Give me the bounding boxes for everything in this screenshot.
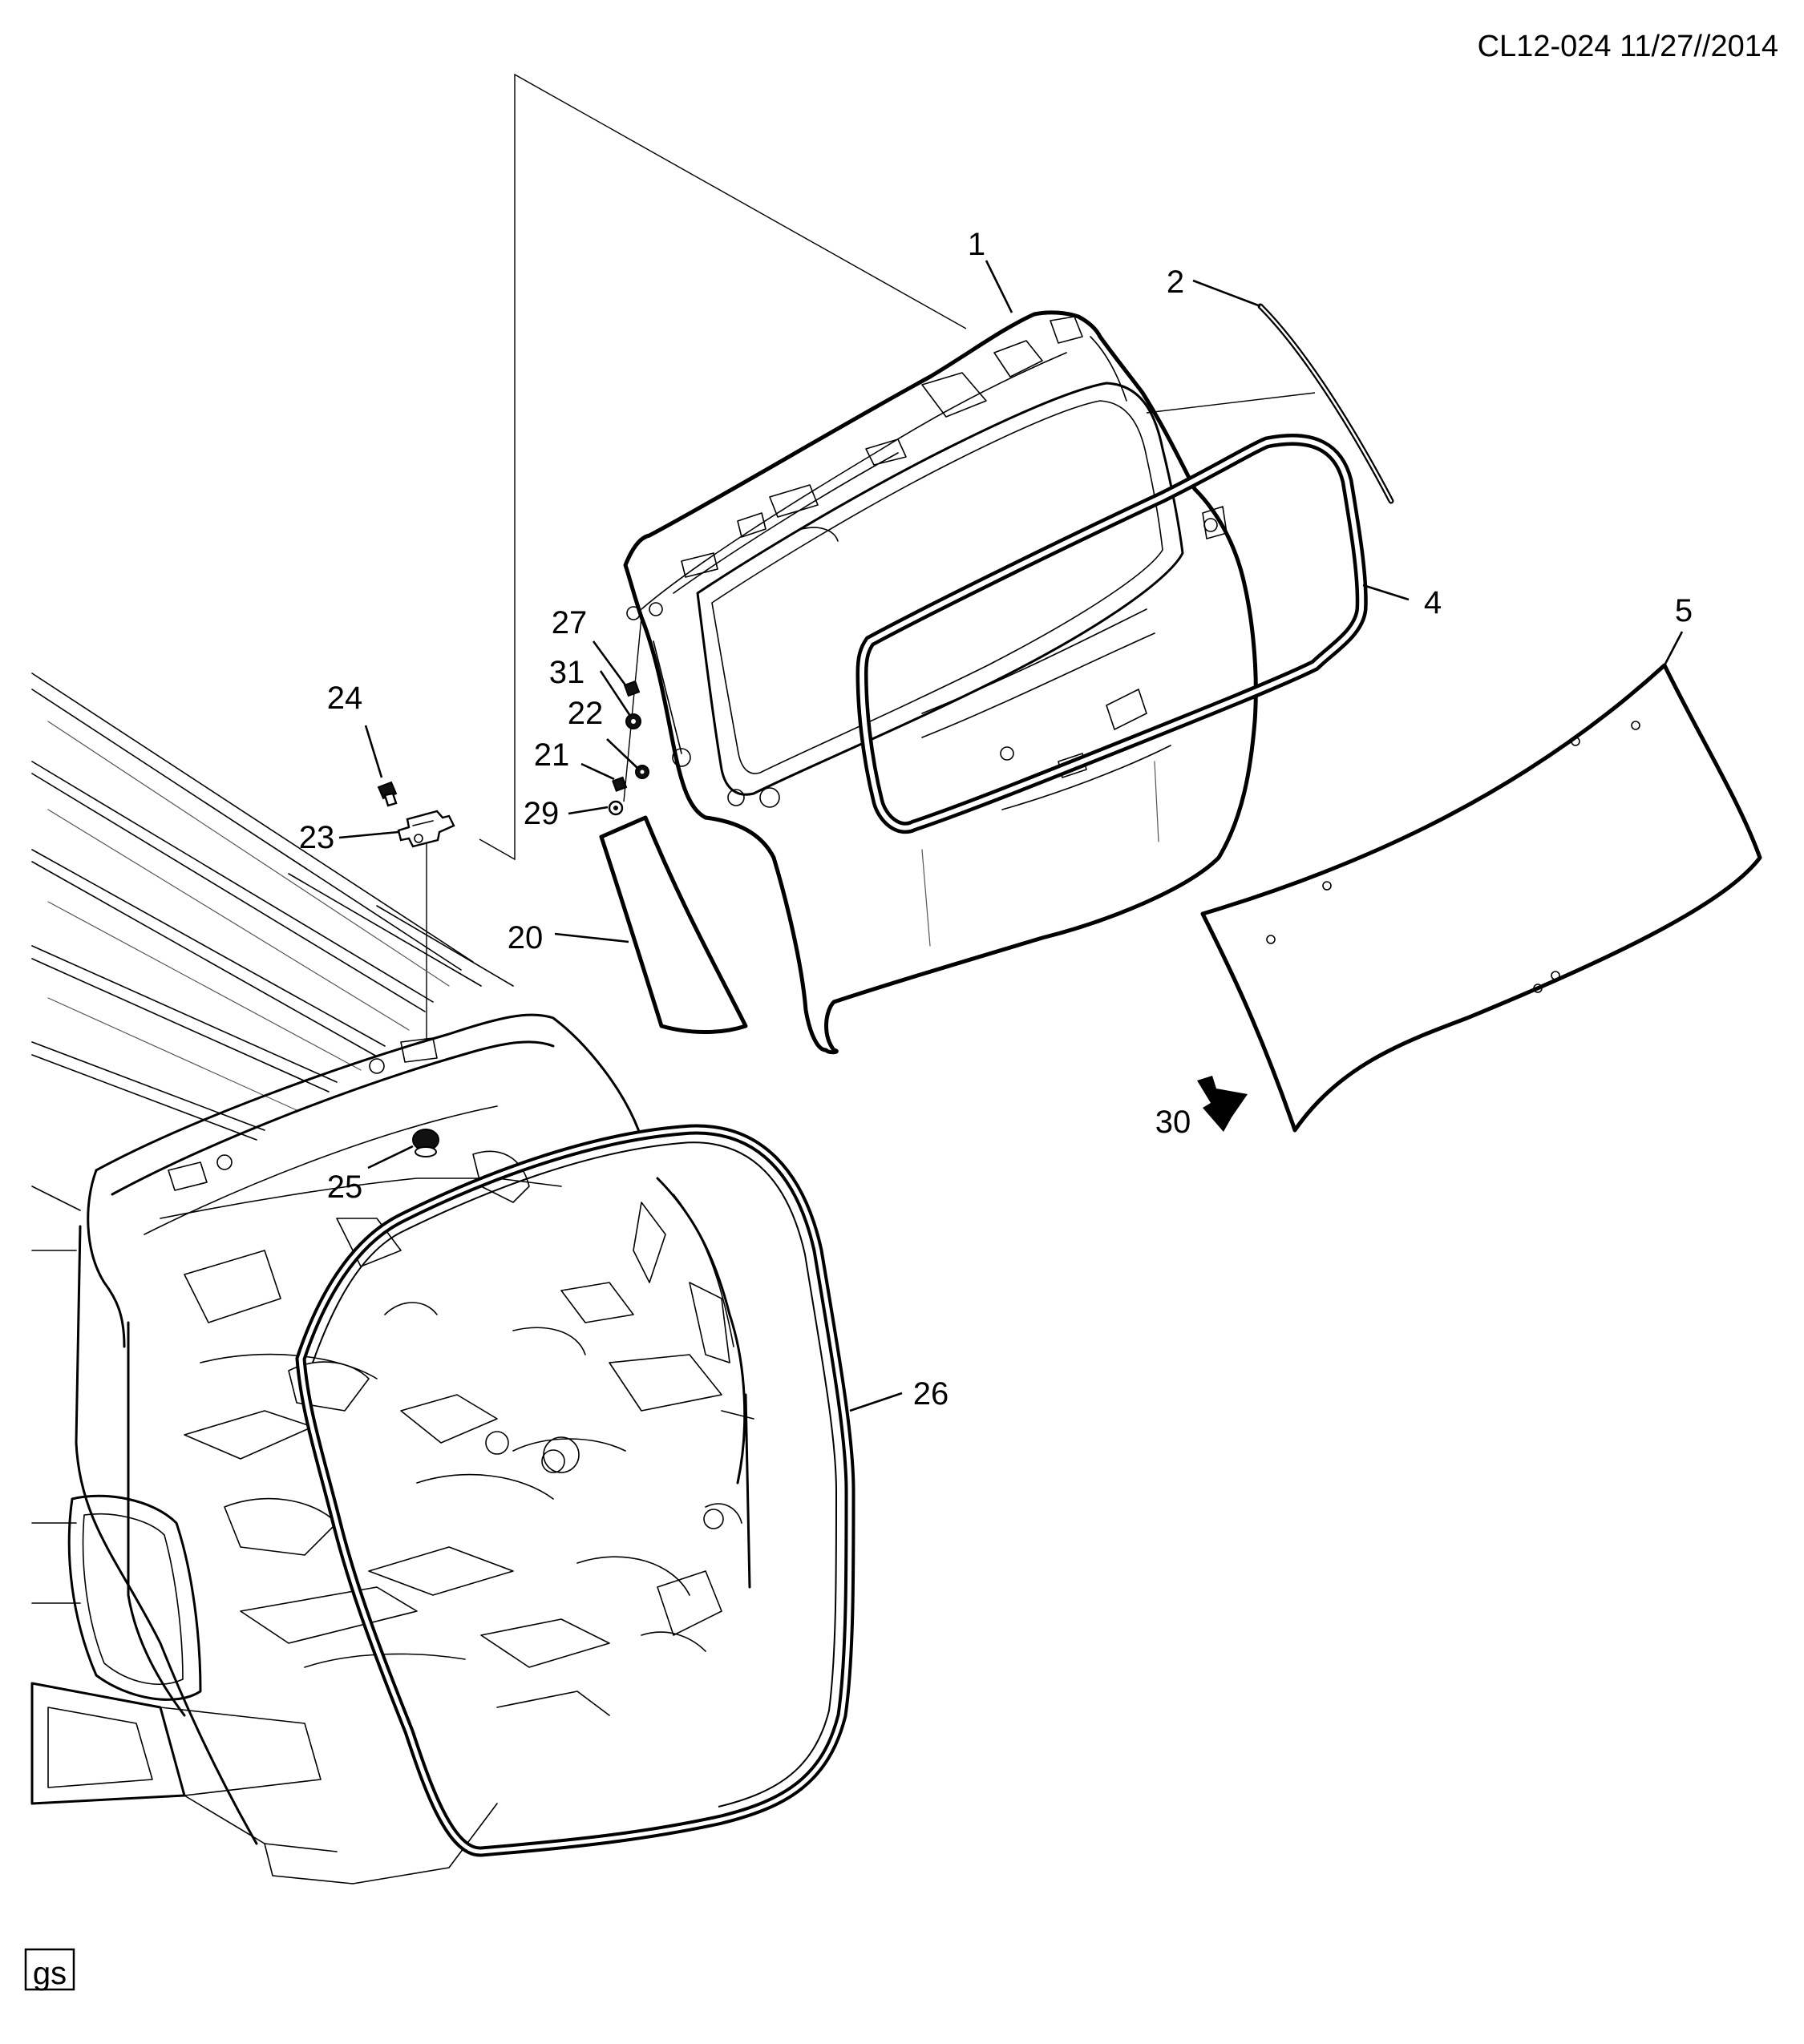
part-24-bolt bbox=[377, 781, 398, 807]
callout-20: 20 bbox=[508, 920, 544, 955]
part-5-rear-window bbox=[1200, 663, 1762, 1133]
callout-labels: 1 2 4 5 20 21 22 23 24 25 26 27 29 30 31 bbox=[299, 227, 1693, 1412]
leader-lines bbox=[338, 260, 1684, 1412]
part-25-bumper bbox=[412, 1129, 439, 1157]
part-1-liftgate bbox=[623, 310, 1258, 1055]
roof-panels bbox=[31, 673, 514, 1141]
part-31-fastener bbox=[625, 713, 641, 729]
projection-lines bbox=[426, 73, 1316, 1040]
callout-4: 4 bbox=[1424, 585, 1442, 620]
callout-31: 31 bbox=[549, 655, 585, 690]
body-interior-detail bbox=[160, 1150, 722, 1716]
part-22-fastener bbox=[635, 765, 649, 779]
part-27-fastener bbox=[623, 680, 641, 697]
fasteners bbox=[608, 680, 649, 816]
callout-2: 2 bbox=[1167, 265, 1184, 300]
callout-29: 29 bbox=[524, 796, 560, 831]
callout-24: 24 bbox=[327, 681, 363, 716]
callout-26: 26 bbox=[913, 1376, 949, 1412]
callout-25: 25 bbox=[327, 1169, 363, 1205]
vehicle-body bbox=[30, 673, 754, 1884]
body-right-pillar bbox=[633, 1177, 754, 1652]
part-23-hinge bbox=[397, 810, 455, 848]
part-29-fastener bbox=[608, 800, 624, 816]
part-20-trim-panel bbox=[599, 815, 748, 1034]
body-left-lamp-area bbox=[67, 1494, 202, 1701]
gs-badge-label: gs bbox=[33, 1956, 67, 1991]
body-rear-frame bbox=[30, 1013, 643, 1884]
callout-30: 30 bbox=[1155, 1105, 1191, 1140]
callout-27: 27 bbox=[552, 605, 588, 640]
part-4-glass-weatherstrip bbox=[855, 434, 1368, 834]
part-26-weatherstrip-opening bbox=[295, 1124, 855, 1857]
callout-22: 22 bbox=[568, 696, 604, 731]
body-hinge-mounts bbox=[168, 1037, 438, 1191]
callout-21: 21 bbox=[534, 737, 570, 773]
callout-1: 1 bbox=[968, 227, 985, 262]
gs-badge: gs bbox=[24, 1948, 75, 1991]
part-30-view-arrow bbox=[1197, 1076, 1248, 1132]
part-2-molding bbox=[1257, 303, 1394, 504]
callout-5: 5 bbox=[1675, 593, 1693, 628]
callout-23: 23 bbox=[299, 820, 335, 855]
part-21-fastener bbox=[612, 776, 628, 792]
drawing-code: CL12-024 11/27//2014 bbox=[1478, 30, 1778, 63]
